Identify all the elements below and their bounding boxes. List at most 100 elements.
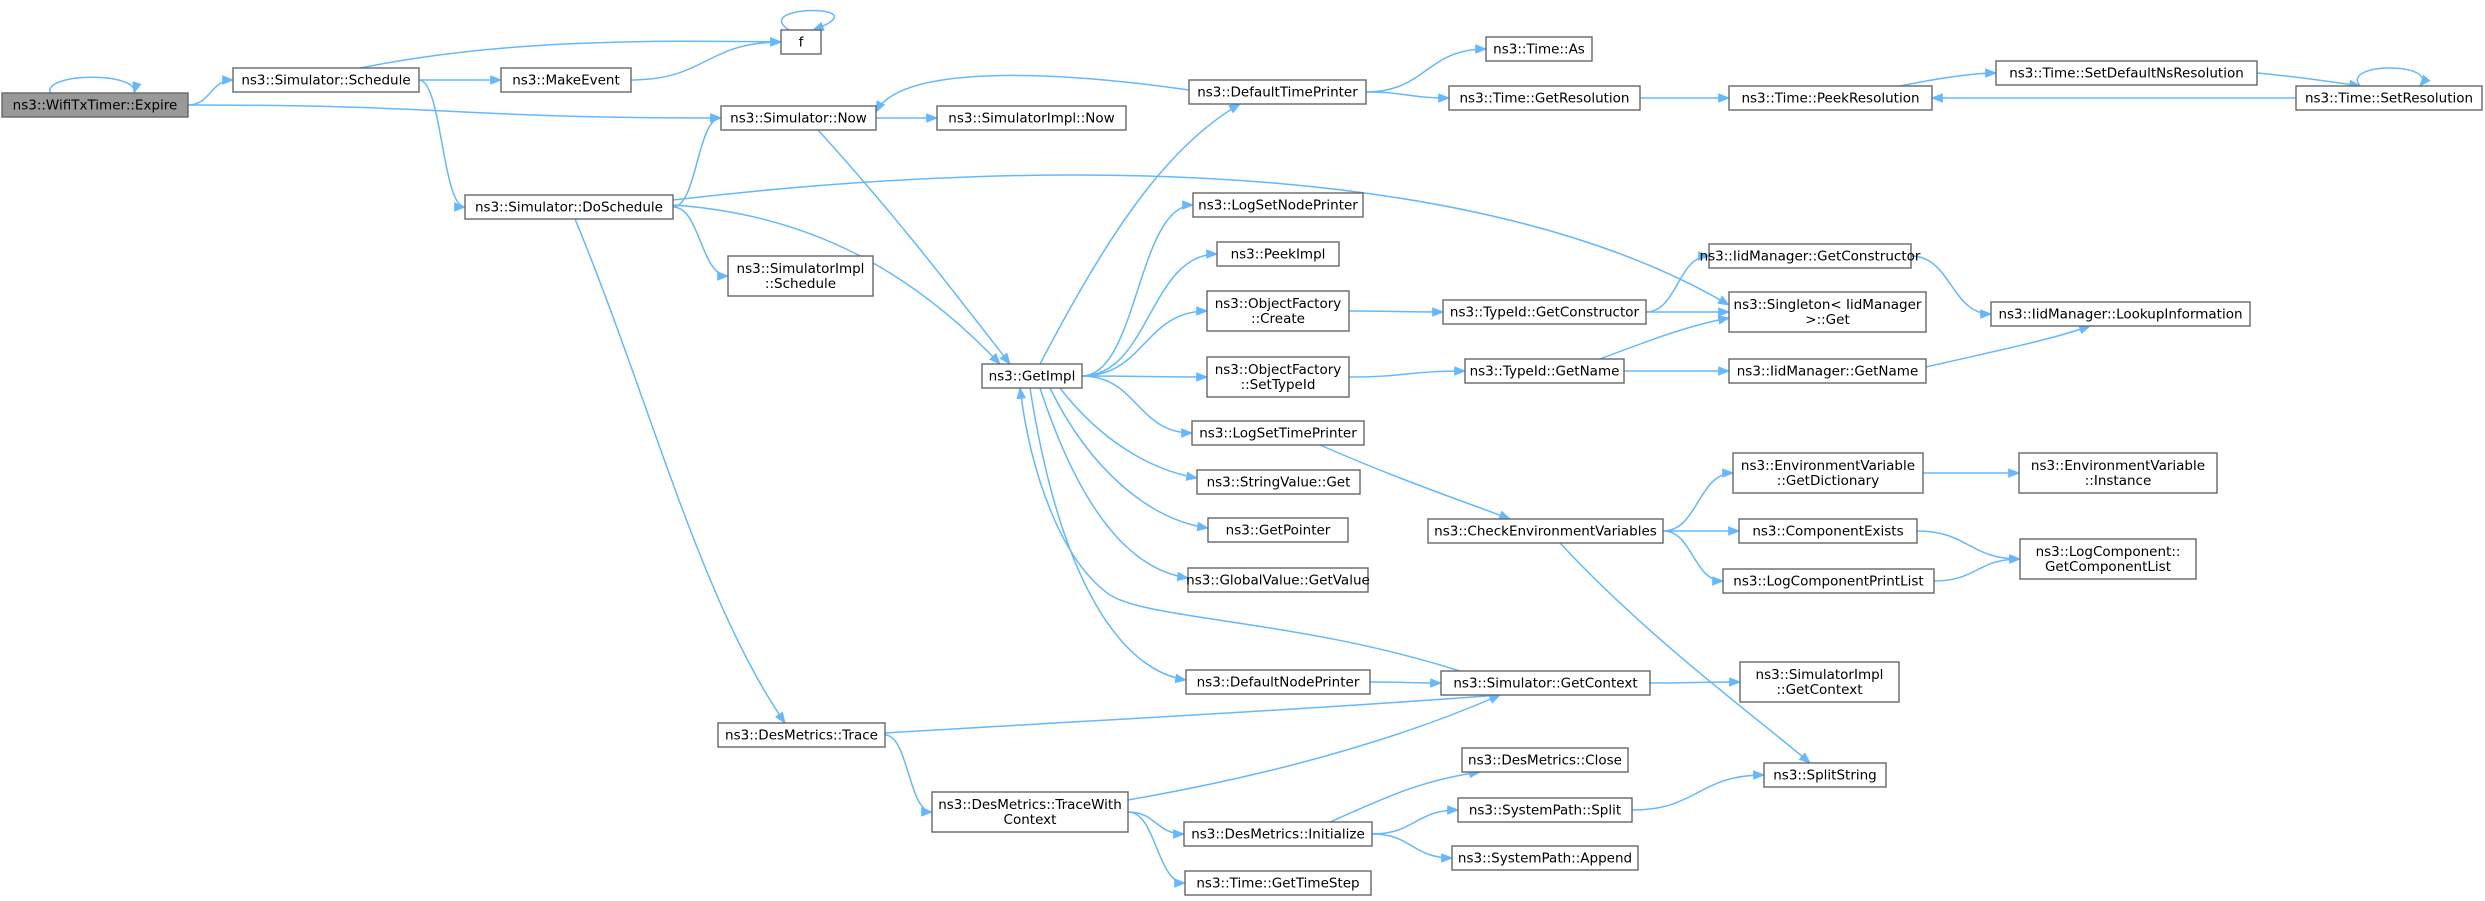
node-logcompprintlist[interactable]: ns3::LogComponentPrintList (1722, 568, 1935, 594)
edge-arrow (1081, 375, 1194, 438)
node-box (1216, 241, 1340, 267)
node-envinstance[interactable]: ns3::EnvironmentVariable::Instance (2018, 452, 2218, 494)
node-box (232, 67, 420, 93)
node-objfactorycreate[interactable]: ns3::ObjectFactory::Create (1206, 290, 1350, 332)
edge-expire-to-expire (49, 76, 142, 95)
node-typeidgetconstructor[interactable]: ns3::TypeId::GetConstructor (1442, 299, 1647, 325)
node-stringvalueget[interactable]: ns3::StringValue::Get (1196, 469, 1361, 495)
node-logsettimeprinter[interactable]: ns3::LogSetTimePrinter (1191, 420, 1365, 446)
node-simimplschedule[interactable]: ns3::SimulatorImpl::Schedule (727, 255, 874, 297)
edge-objfactorycreate-to-typeidgetconstructor (1348, 307, 1445, 317)
node-splitstring[interactable]: ns3::SplitString (1763, 762, 1887, 788)
node-typeidgetname[interactable]: ns3::TypeId::GetName (1464, 358, 1625, 384)
node-objfactorysettypeid[interactable]: ns3::ObjectFactory::SetTypeId (1206, 356, 1350, 398)
node-getcomplist[interactable]: ns3::LogComponent::GetComponentList (2019, 538, 2197, 580)
node-label: ns3::DesMetrics::Initialize (1191, 827, 1365, 843)
node-syssplit[interactable]: ns3::SystemPath::Split (1457, 797, 1633, 823)
node-componentexists[interactable]: ns3::ComponentExists (1738, 518, 1918, 544)
node-layer: ns3::WifiTxTimer::Expirens3::Simulator::… (1, 29, 2483, 896)
node-f[interactable]: f (780, 29, 822, 55)
node-box (1728, 358, 1927, 384)
node-globalvalue[interactable]: ns3::GlobalValue::GetValue (1186, 567, 1370, 593)
node-label: ns3::SimulatorImpl (1756, 667, 1884, 683)
node-label: ns3::CheckEnvironmentVariables (1434, 524, 1657, 540)
node-expire[interactable]: ns3::WifiTxTimer::Expire (1, 92, 189, 118)
edge-getcontext-to-simimplgetcontext (1649, 677, 1742, 687)
edge-checkenv-to-envgetdict (1662, 468, 1735, 532)
edge-arrow (2256, 72, 2362, 90)
node-label: ns3::Time::PeekResolution (1741, 91, 1919, 107)
node-logsetnodeprinter[interactable]: ns3::LogSetNodePrinter (1192, 192, 1364, 218)
node-box (1708, 243, 1912, 269)
node-makeevent[interactable]: ns3::MakeEvent (500, 67, 632, 93)
edge-arrow (1348, 366, 1467, 378)
node-label: ns3::Time::GetTimeStep (1196, 876, 1359, 892)
node-iidgetconstructor[interactable]: ns3::IidManager::GetConstructor (1700, 243, 1921, 269)
node-getpointer[interactable]: ns3::GetPointer (1207, 517, 1349, 543)
node-getresolution[interactable]: ns3::Time::GetResolution (1448, 85, 1641, 111)
node-peekimpl[interactable]: ns3::PeekImpl (1216, 241, 1340, 267)
edge-arrow (359, 37, 783, 69)
edge-typeidgetname-to-singletonget (1599, 315, 1731, 360)
edge-arrow (2356, 67, 2431, 87)
edge-arrow (1329, 768, 1482, 823)
node-iidgetname[interactable]: ns3::IidManager::GetName (1728, 358, 1927, 384)
node-label: ns3::Simulator::GetContext (1453, 676, 1637, 692)
node-envgetdict[interactable]: ns3::EnvironmentVariable::GetDictionary (1732, 452, 1924, 494)
node-checkenv[interactable]: ns3::CheckEnvironmentVariables (1427, 518, 1664, 544)
node-singletonget[interactable]: ns3::Singleton< IidManager >::Get (1728, 291, 1927, 333)
node-label: ns3::Singleton< IidManager (1734, 297, 1922, 313)
node-iidlookup[interactable]: ns3::IidManager::LookupInformation (1990, 301, 2251, 327)
node-now[interactable]: ns3::Simulator::Now (720, 105, 877, 131)
node-box (2018, 452, 2218, 494)
node-box (1188, 79, 1367, 105)
node-label: f (799, 35, 805, 51)
node-label: ns3::LogComponent:: (2036, 544, 2181, 560)
edge-doschedule-to-singletonget (672, 174, 1731, 306)
node-box (936, 105, 1127, 131)
node-defaultnodeprinter[interactable]: ns3::DefaultNodePrinter (1185, 669, 1371, 695)
node-simimplgetcontext[interactable]: ns3::SimulatorImpl::GetContext (1739, 661, 1900, 703)
edge-now-to-getimpl (817, 129, 1011, 365)
edge-arrow (1910, 255, 1993, 319)
node-label: ns3::Time::SetResolution (2305, 91, 2473, 107)
node-box (1183, 821, 1373, 847)
node-getcontext[interactable]: ns3::Simulator::GetContext (1440, 670, 1651, 696)
node-schedule[interactable]: ns3::Simulator::Schedule (232, 67, 420, 93)
node-gettimestep[interactable]: ns3::Time::GetTimeStep (1184, 870, 1372, 896)
node-desclose[interactable]: ns3::DesMetrics::Close (1461, 747, 1629, 773)
edge-arrow (672, 206, 730, 281)
node-getimpl[interactable]: ns3::GetImpl (981, 363, 1083, 389)
node-box (1206, 290, 1350, 332)
edge-arrow (1081, 372, 1209, 382)
node-destrace[interactable]: ns3::DesMetrics::Trace (717, 722, 886, 748)
edge-arrow (1899, 68, 1998, 87)
edge-arrow (630, 37, 783, 81)
node-label: ns3::PeekImpl (1231, 247, 1326, 263)
node-box (1196, 469, 1361, 495)
node-label: ::Instance (2085, 473, 2152, 489)
node-box (1722, 568, 1935, 594)
node-label: ns3::TypeId::GetConstructor (1450, 305, 1640, 321)
node-timeas[interactable]: ns3::Time::As (1485, 36, 1593, 62)
node-setdefaultns[interactable]: ns3::Time::SetDefaultNsResolution (1995, 60, 2258, 86)
node-desinit[interactable]: ns3::DesMetrics::Initialize (1183, 821, 1373, 847)
edge-expire-to-now (187, 104, 723, 123)
node-doschedule[interactable]: ns3::Simulator::DoSchedule (464, 194, 674, 220)
node-sysappend[interactable]: ns3::SystemPath::Append (1451, 845, 1639, 871)
edge-arrow (1127, 811, 1186, 839)
node-defaulttimeprinter[interactable]: ns3::DefaultTimePrinter (1188, 79, 1367, 105)
edge-doschedule-to-simimplschedule (672, 206, 730, 281)
node-label: ns3::LogSetNodePrinter (1198, 198, 1358, 214)
node-simimplnow[interactable]: ns3::SimulatorImpl::Now (936, 105, 1127, 131)
node-box (1739, 661, 1900, 703)
node-peekresolution[interactable]: ns3::Time::PeekResolution (1728, 85, 1933, 111)
node-label: ns3::GlobalValue::GetValue (1186, 573, 1370, 589)
edge-typeidgetconstructor-to-iidgetconstructor (1645, 251, 1711, 313)
node-box (1485, 36, 1593, 62)
edge-destracewith-to-gettimestep (1127, 811, 1187, 888)
node-setresolution[interactable]: ns3::Time::SetResolution (2295, 85, 2483, 111)
edge-arrow (1059, 387, 1199, 481)
edge-syssplit-to-splitstring (1631, 770, 1766, 811)
